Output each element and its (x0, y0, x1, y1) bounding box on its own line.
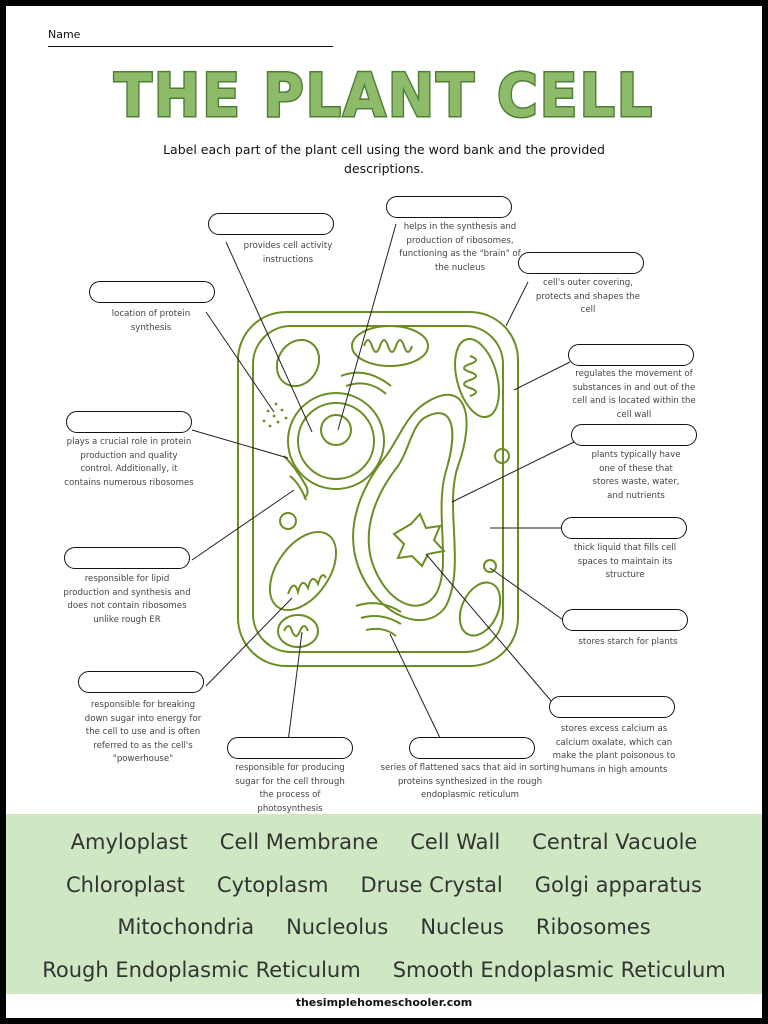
word-bank-item: Rough Endoplasmic Reticulum (42, 958, 361, 982)
label-box-nucleolus[interactable] (386, 196, 512, 218)
page-title: THE PLANT CELL (114, 61, 654, 126)
word-bank-item: Ribosomes (535, 915, 651, 939)
desc-cell-membrane: regulates the movement of substances in … (572, 369, 696, 420)
name-line[interactable] (48, 46, 333, 47)
label-box-rough-er[interactable] (66, 411, 192, 433)
desc-golgi: series of flattened sacs that aid in sor… (380, 763, 560, 800)
golgi-shape (340, 371, 392, 387)
chloroplast-shape (454, 338, 500, 418)
label-box-cytoplasm[interactable] (561, 517, 687, 539)
mitochondria-shape (275, 338, 321, 388)
word-bank-item: Cytoplasm (216, 873, 329, 897)
desc-druse: stores excess calcium as calcium oxalate… (552, 724, 676, 775)
word-bank-row: Amyloplast Cell Membrane Cell Wall Centr… (6, 830, 762, 854)
desc-rough-er: plays a crucial role in protein producti… (64, 437, 194, 488)
label-box-druse[interactable] (549, 696, 675, 718)
plant-cell-diagram (191, 223, 575, 743)
title: THE PLANT CELL (113, 60, 654, 127)
word-bank-item: Nucleus (420, 915, 504, 939)
word-bank-item: Druse Crystal (360, 873, 503, 897)
rough-er-shape (283, 455, 309, 499)
desc-cytoplasm: thick liquid that fills cell spaces to m… (573, 543, 677, 580)
word-bank-item: Mitochondria (117, 915, 255, 939)
word-bank-item: Nucleolus (286, 915, 389, 939)
vacuole-inner-shape (367, 412, 454, 607)
chloroplast-shape (268, 530, 338, 612)
nucleus-shape (287, 392, 385, 490)
label-box-golgi[interactable] (409, 737, 535, 759)
druse-crystal-shape (392, 512, 446, 568)
word-bank-item: Golgi apparatus (534, 873, 702, 897)
word-bank-item: Cell Wall (410, 830, 501, 854)
chloroplast-shape (351, 325, 429, 367)
desc-amyloplast: stores starch for plants (578, 637, 678, 647)
label-box-amyloplast[interactable] (562, 609, 688, 631)
label-box-cell-wall[interactable] (518, 252, 644, 274)
footer-site: thesimplehomeschooler.com (295, 996, 473, 1009)
desc-ribosomes: location of protein synthesis (111, 309, 191, 333)
label-box-mitochondria[interactable] (78, 671, 204, 693)
vesicle-shape (279, 512, 297, 530)
label-box-ribosomes[interactable] (89, 281, 215, 303)
cell-wall-shape (237, 311, 519, 667)
nucleus-inner-shape (297, 402, 375, 480)
amyloplast-shape (483, 559, 497, 573)
desc-chloroplast: responsible for producing sugar for the … (235, 763, 345, 814)
label-box-smooth-er[interactable] (64, 547, 190, 569)
label-box-nucleus[interactable] (208, 213, 334, 235)
leader-lines (191, 223, 575, 743)
desc-nucleolus: helps in the synthesis and production of… (399, 222, 521, 273)
mitochondria-shape (277, 614, 319, 648)
word-bank-row: Mitochondria Nucleolus Nucleus Ribosomes (6, 915, 762, 939)
desc-cell-wall: cell's outer covering, protects and shap… (535, 278, 641, 315)
desc-mitochondria: responsible for breaking down sugar into… (84, 700, 202, 764)
word-bank-item: Cell Membrane (219, 830, 379, 854)
word-bank-item: Chloroplast (66, 873, 185, 897)
word-bank-row: Chloroplast Cytoplasm Druse Crystal Golg… (6, 873, 762, 897)
word-bank-item: Central Vacuole (532, 830, 698, 854)
word-bank: Amyloplast Cell Membrane Cell Wall Centr… (6, 814, 762, 994)
desc-vacuole: plants typically have one of these that … (591, 450, 681, 501)
label-box-chloroplast[interactable] (227, 737, 353, 759)
word-bank-item: Smooth Endoplasmic Reticulum (392, 958, 726, 982)
instructions: Label each part of the plant cell using … (163, 142, 605, 176)
word-bank-item: Amyloplast (70, 830, 188, 854)
word-bank-row: Rough Endoplasmic Reticulum Smooth Endop… (6, 958, 762, 982)
desc-smooth-er: responsible for lipid production and syn… (63, 574, 191, 625)
vacuole-shape (352, 393, 468, 622)
worksheet-page: Name THE PLANT CELL Label each part of t… (6, 6, 762, 1018)
nucleolus-shape (320, 414, 352, 446)
name-label: Name (48, 28, 81, 41)
mitochondria-shape (458, 581, 502, 637)
label-box-vacuole[interactable] (571, 424, 697, 446)
desc-nucleus: provides cell activity instructions (243, 241, 333, 265)
label-box-cell-membrane[interactable] (568, 344, 694, 366)
